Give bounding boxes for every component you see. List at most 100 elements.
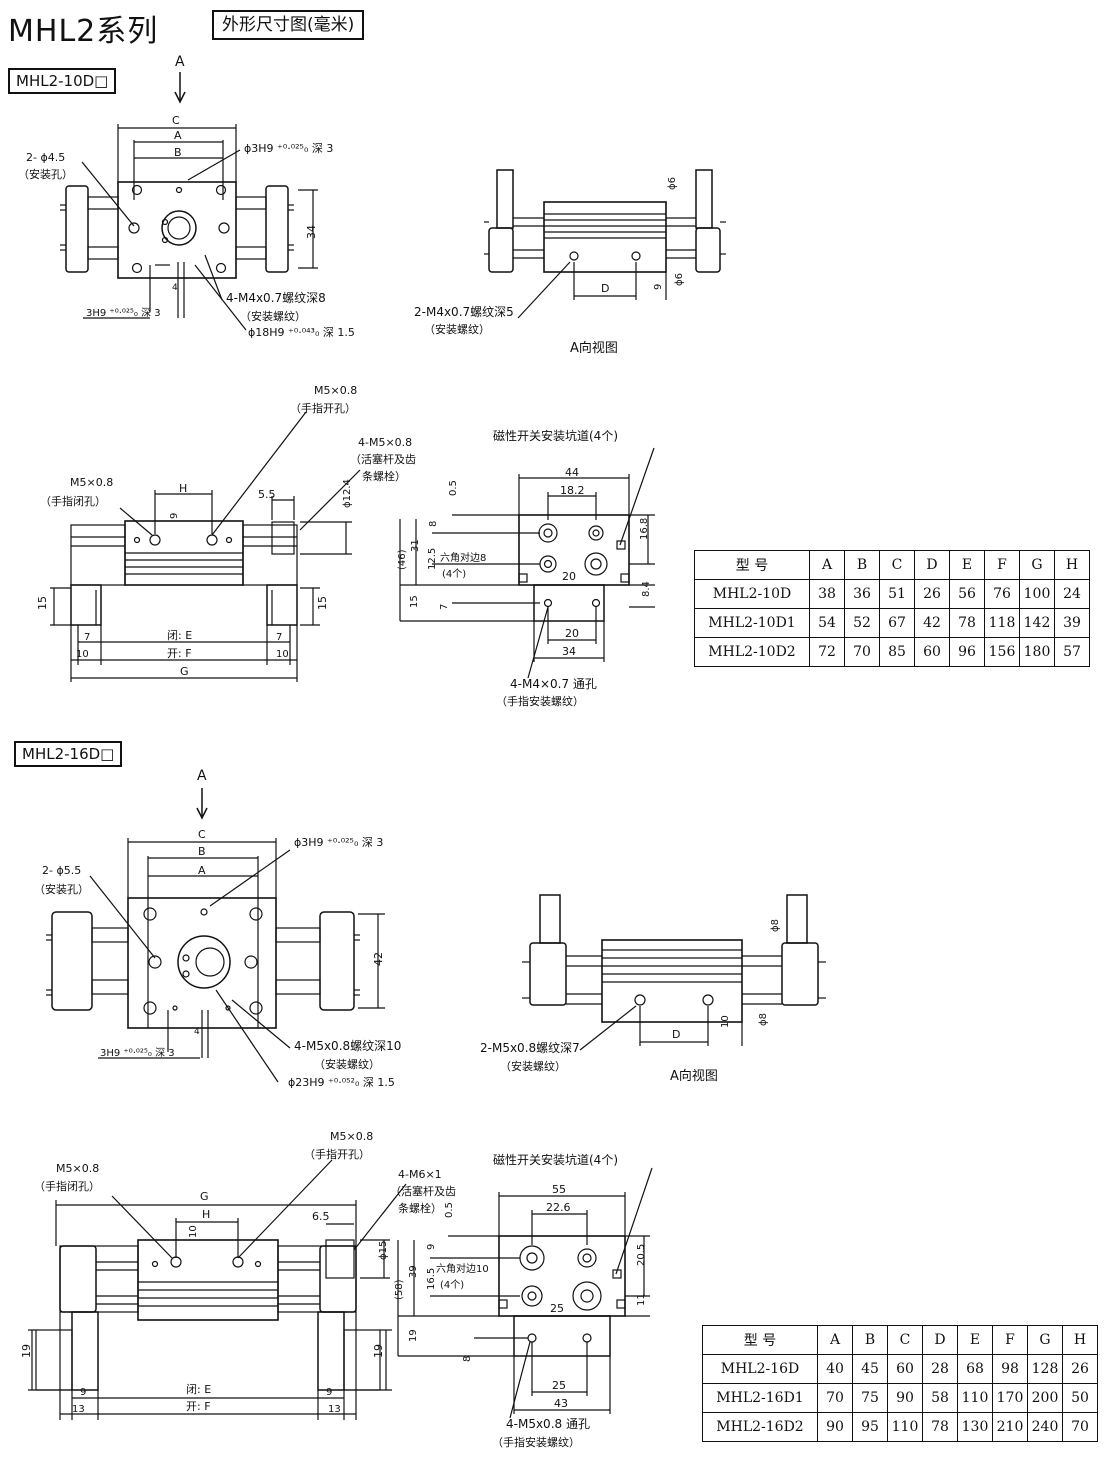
svg-text:9: 9 bbox=[80, 1387, 86, 1398]
front-view-10d: H 9 5.5 ϕ12.4 15 15 7 10 7 10 闭: E 开: F … bbox=[36, 411, 361, 682]
note-mount-thread: 4-M5x0.8螺纹深10 bbox=[294, 1039, 401, 1053]
svg-text:4: 4 bbox=[194, 1027, 200, 1037]
note-finger-close-sub: （手指闭孔） bbox=[34, 1179, 100, 1193]
note-bore: ϕ23H9 ⁺⁰·⁰⁵²₀ 深 1.5 bbox=[288, 1076, 395, 1089]
left-finger bbox=[65, 185, 89, 273]
svg-text:13: 13 bbox=[328, 1404, 341, 1415]
front-view-16d: G H 10 6.5 ϕ15 19 19 9 13 9 13 闭: E 开: F bbox=[20, 1159, 407, 1420]
table-header-row: 型 号 A B C D E F G H bbox=[694, 550, 1090, 580]
table-row: MHL2-10D2 72 70 85 60 96 156 180 57 bbox=[694, 637, 1090, 667]
svg-text:ϕ6: ϕ6 bbox=[667, 177, 678, 190]
svg-text:9: 9 bbox=[426, 1244, 437, 1250]
svg-text:ϕ8: ϕ8 bbox=[758, 1013, 769, 1026]
note-piston: 4-M5×0.8 bbox=[358, 436, 412, 449]
note-switch-groove: 磁性开关安装坑道(4个) bbox=[493, 428, 618, 443]
note-finger-open-sub: （手指开孔） bbox=[290, 401, 356, 415]
svg-text:13: 13 bbox=[72, 1404, 85, 1415]
svg-text:9: 9 bbox=[169, 513, 180, 519]
svg-text:A: A bbox=[174, 129, 182, 142]
note-hex: 六角对边10 bbox=[436, 1262, 489, 1275]
end-view-10d: 44 18.2 0.5 8 31 (46) 12.5 15 7 16.8 8.4… bbox=[397, 447, 655, 679]
note-bore: ϕ18H9 ⁺⁰·⁰⁴³₀ 深 1.5 bbox=[248, 326, 355, 339]
table-row: MHL2-10D 38 36 51 26 56 76 100 24 bbox=[694, 579, 1090, 609]
svg-text:开: F: 开: F bbox=[186, 1400, 211, 1413]
svg-text:H: H bbox=[202, 1208, 210, 1221]
svg-text:20: 20 bbox=[565, 627, 579, 640]
right-finger bbox=[265, 185, 289, 273]
svg-text:7: 7 bbox=[84, 632, 90, 643]
left-finger bbox=[51, 911, 93, 1011]
table-row: MHL2-16D1 70 75 90 58 110 170 200 50 bbox=[702, 1383, 1098, 1413]
note-finger-hole: 4-M4×0.7 通孔 bbox=[510, 677, 597, 691]
svg-text:19: 19 bbox=[20, 1344, 33, 1358]
side-view-caption: A向视图 bbox=[570, 340, 618, 356]
body-outline bbox=[543, 201, 667, 273]
svg-text:11: 11 bbox=[636, 1293, 647, 1306]
svg-text:B: B bbox=[198, 845, 206, 858]
note-mount-thread: 4-M4x0.7螺纹深8 bbox=[226, 291, 326, 305]
note-side-thread: 2-M5x0.8螺纹深7 bbox=[480, 1041, 580, 1055]
model-tag-10d: MHL2-10D□ bbox=[8, 68, 117, 94]
svg-text:B: B bbox=[174, 146, 182, 159]
svg-text:开: F: 开: F bbox=[167, 647, 192, 660]
svg-text:5.5: 5.5 bbox=[258, 488, 276, 501]
svg-text:18.2: 18.2 bbox=[560, 484, 585, 497]
svg-text:8: 8 bbox=[428, 521, 439, 527]
svg-text:10: 10 bbox=[76, 649, 89, 660]
note-switch-groove: 磁性开关安装坑道(4个) bbox=[493, 1152, 618, 1167]
note-piston-sub1: （活塞杆及齿 bbox=[350, 452, 416, 466]
svg-text:(46): (46) bbox=[397, 549, 408, 570]
arrow-down-icon bbox=[174, 91, 186, 104]
svg-text:0.5: 0.5 bbox=[444, 1202, 455, 1218]
body-outline bbox=[117, 181, 237, 279]
svg-text:C: C bbox=[172, 114, 180, 127]
note-finger-open-sub: （手指开孔） bbox=[304, 1147, 370, 1161]
svg-text:25: 25 bbox=[552, 1379, 566, 1392]
svg-text:H: H bbox=[179, 482, 187, 495]
note-finger-close: M5×0.8 bbox=[70, 476, 113, 489]
svg-text:闭: E: 闭: E bbox=[167, 629, 192, 642]
svg-text:43: 43 bbox=[554, 1397, 568, 1410]
note-pin-hole: ϕ3H9 ⁺⁰·⁰²⁵₀ 深 3 bbox=[294, 836, 383, 849]
svg-text:D: D bbox=[601, 282, 609, 295]
svg-text:0.5: 0.5 bbox=[448, 480, 459, 496]
svg-text:15: 15 bbox=[36, 596, 49, 610]
svg-text:34: 34 bbox=[305, 225, 318, 239]
svg-text:7: 7 bbox=[439, 604, 450, 610]
svg-text:10: 10 bbox=[188, 1225, 199, 1238]
svg-text:16.5: 16.5 bbox=[426, 1268, 437, 1290]
body-outline bbox=[601, 939, 743, 1023]
svg-text:ϕ8: ϕ8 bbox=[770, 919, 781, 932]
svg-text:7: 7 bbox=[276, 632, 282, 643]
arrow-down-icon bbox=[196, 807, 208, 820]
note-mount-thread-sub: （安装螺纹） bbox=[240, 309, 306, 323]
svg-text:31: 31 bbox=[410, 539, 421, 552]
svg-text:25: 25 bbox=[550, 1302, 564, 1315]
right-finger bbox=[319, 911, 355, 1011]
note-finger-hole-sub: （手指安装螺纹） bbox=[492, 1435, 580, 1449]
svg-text:39: 39 bbox=[408, 1265, 419, 1278]
top-view-16d: A C B A 4 42 bbox=[46, 768, 385, 1083]
note-piston: 4-M6×1 bbox=[398, 1168, 442, 1181]
note-side-thread-sub: （安装螺纹） bbox=[424, 322, 490, 336]
svg-text:19: 19 bbox=[372, 1344, 385, 1358]
svg-text:(58): (58) bbox=[394, 1279, 405, 1300]
top-view-10d: A C A B 4 bbox=[60, 54, 318, 331]
side-view-caption: A向视图 bbox=[670, 1068, 718, 1084]
svg-text:闭: E: 闭: E bbox=[186, 1383, 211, 1396]
svg-text:C: C bbox=[198, 828, 206, 841]
page-subtitle: 外形尺寸图(毫米) bbox=[212, 10, 365, 40]
svg-text:12.5: 12.5 bbox=[427, 548, 438, 570]
side-view-10d: D 9 ϕ6 ϕ6 bbox=[484, 169, 726, 319]
svg-text:ϕ12.4: ϕ12.4 bbox=[342, 479, 353, 508]
svg-text:16.8: 16.8 bbox=[639, 518, 650, 540]
view-arrow-label: A bbox=[197, 768, 207, 784]
note-mount-hole: 2- ϕ5.5 bbox=[42, 864, 81, 877]
svg-text:10: 10 bbox=[276, 649, 289, 660]
note-finger-open: M5×0.8 bbox=[330, 1130, 373, 1143]
svg-text:15: 15 bbox=[409, 595, 420, 608]
note-side-thread: 2-M4x0.7螺纹深5 bbox=[414, 305, 514, 319]
svg-text:9: 9 bbox=[653, 284, 664, 290]
note-piston-sub1: （活塞杆及齿 bbox=[390, 1184, 456, 1198]
body-outline bbox=[127, 897, 277, 1029]
